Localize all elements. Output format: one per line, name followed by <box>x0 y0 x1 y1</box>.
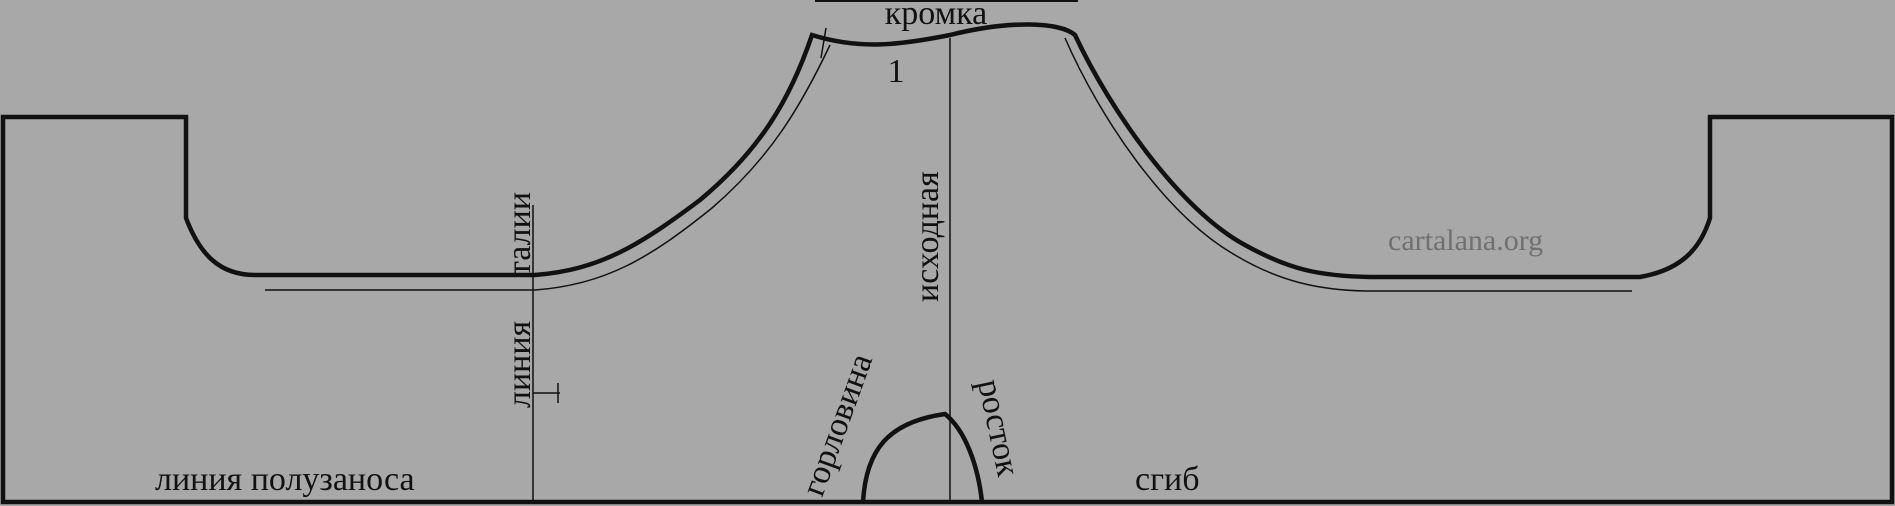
neckline-curve <box>860 411 985 503</box>
inner-seam-line-right <box>1064 37 1632 292</box>
base-line-label: исходная <box>909 171 946 302</box>
inner-seam-line-left <box>265 44 831 291</box>
number-label: 1 <box>888 53 905 90</box>
fold-label: сгиб <box>1135 461 1200 498</box>
selvage-label: кромка <box>885 0 987 32</box>
half-overlap-line-label: линия полузаноса <box>155 461 415 498</box>
bump-tick <box>820 27 827 59</box>
rise-label: росток <box>970 376 1027 480</box>
waist-line-label-word1: линия <box>501 320 538 408</box>
waist-line-label-word2: талии <box>501 192 538 276</box>
watermark-text: cartalana.org <box>1388 224 1543 257</box>
pattern-outline <box>0 22 1895 505</box>
